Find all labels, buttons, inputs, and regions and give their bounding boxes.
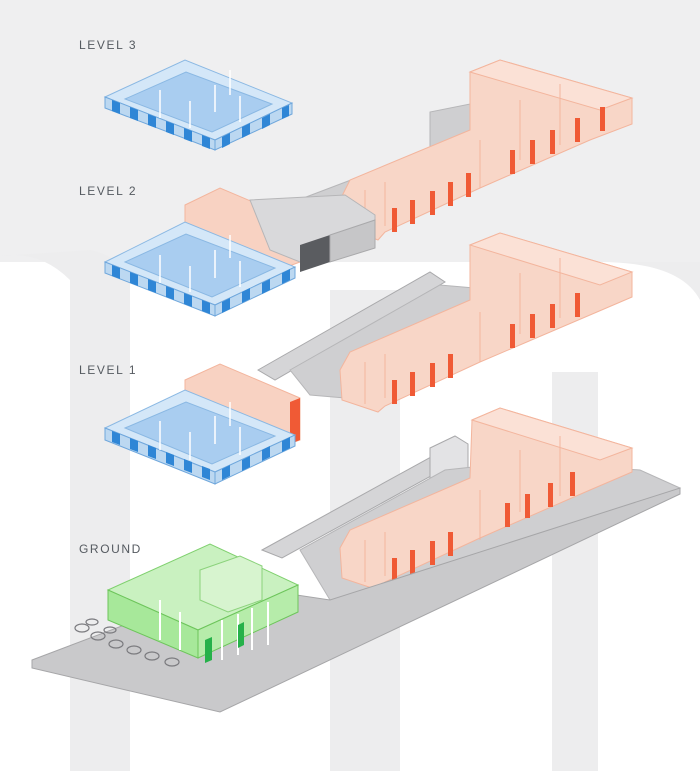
level-2-salmon-lines (364, 258, 561, 404)
level-1-block (103, 363, 682, 601)
level-2-blue-stripes (112, 265, 290, 314)
level-3-salmon-wing (339, 59, 633, 241)
ground-label: GROUND (79, 542, 142, 556)
level-2-salmon-top (468, 232, 634, 286)
level-3-columns (159, 70, 241, 128)
level-3-blue-inner (123, 71, 274, 133)
level-1-salmon-accent (290, 398, 300, 444)
level-2-salmon-wing (339, 232, 633, 413)
level-1-label: LEVEL 1 (79, 363, 138, 377)
background-bar-left (70, 262, 130, 771)
ground-vehicles (74, 618, 180, 667)
level-2-block (103, 187, 634, 413)
level-3-salmon-accents (392, 107, 605, 232)
level-1-salmon-top (470, 407, 634, 461)
level-2-label: LEVEL 2 (79, 184, 138, 198)
level-1-salmon-lines (364, 436, 561, 582)
ground-green-accents (205, 622, 244, 663)
level-2-core-face (329, 219, 376, 263)
level-3-salmon-lines (364, 84, 561, 232)
level-2-stair-core (300, 235, 330, 272)
level-3-blue-right-face (214, 102, 293, 151)
level-2-blue-inner (123, 233, 277, 298)
level-3-block (103, 59, 634, 241)
level-1-blue-inner (123, 401, 277, 465)
level-1-columns (159, 402, 241, 460)
background-curve-right (600, 262, 700, 300)
level-2-columns (159, 235, 241, 292)
level-2-blue-right-face (214, 266, 296, 317)
level-2-salmon-accents (392, 293, 580, 404)
level-1-salmon-accents (392, 472, 575, 582)
level-3-salmon-top (468, 59, 634, 111)
level-1-blue-stripes (112, 431, 290, 480)
level-3-label: LEVEL 3 (79, 38, 138, 52)
ground-block (31, 487, 681, 713)
background-curve-left (0, 250, 130, 280)
ground-green-core (199, 555, 263, 613)
level-2-ramp (257, 271, 446, 381)
level-3-blue-stripes (112, 100, 289, 149)
